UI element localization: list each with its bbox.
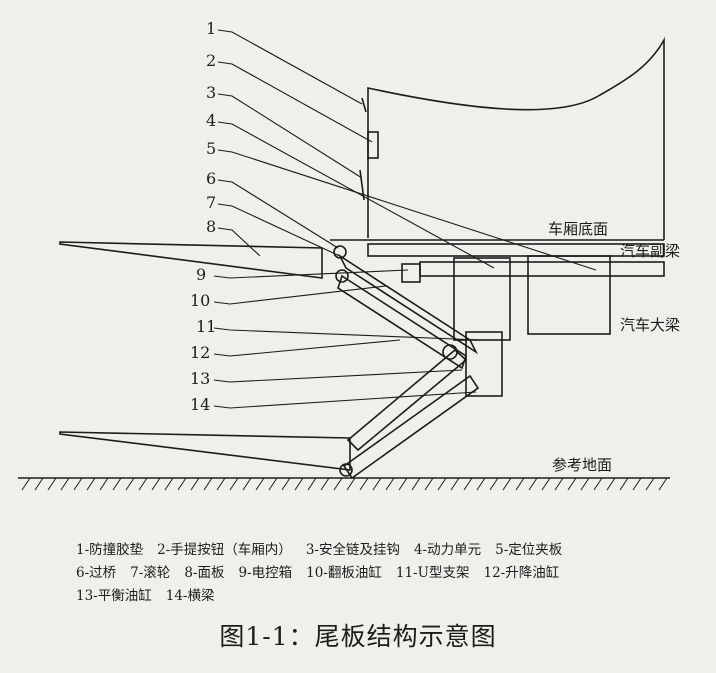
legend-item: 1-防撞胶垫 — [76, 542, 144, 558]
roller — [333, 245, 347, 259]
roller — [339, 463, 353, 477]
small-box — [401, 263, 421, 283]
roller — [335, 269, 349, 283]
truck-box-outline — [367, 36, 665, 240]
lift-arm-low1 — [346, 348, 468, 452]
legend-item: 2-手提按钮（车厢内） — [157, 542, 292, 558]
figure-caption: 图1-1：尾板结构示意图 — [219, 622, 497, 651]
ground-hatch — [21, 477, 668, 491]
roller — [442, 344, 458, 360]
legend-item: 6-过桥 — [76, 565, 117, 581]
legend-item: 10-翻板油缸 — [306, 565, 382, 581]
legend-item: 14-横梁 — [165, 588, 215, 604]
callout-1: 1 — [206, 19, 216, 38]
legend-item: 11-U型支架 — [395, 565, 470, 581]
legend-item: 13-平衡油缸 — [76, 588, 152, 604]
callout-10: 10 — [190, 291, 210, 310]
label-floor: 车厢底面 — [548, 220, 608, 238]
callout-9: 9 — [196, 265, 206, 284]
label-ground: 参考地面 — [552, 456, 612, 474]
legend-item: 12-升降油缸 — [483, 565, 560, 581]
callout-11: 11 — [196, 317, 216, 336]
legend-item: 8-面板 — [184, 565, 225, 581]
lift-arm-upper — [337, 253, 479, 355]
legend-item: 3-安全链及挂钩 — [305, 542, 400, 558]
lift-arm-middle — [337, 274, 467, 370]
platform-lowered — [59, 431, 351, 471]
legend-item: 4-动力单元 — [413, 542, 482, 558]
callout-12: 12 — [190, 343, 210, 362]
hand-button — [367, 131, 379, 159]
u-bracket — [465, 331, 503, 397]
callout-8: 8 — [206, 217, 216, 236]
callout-13: 13 — [190, 369, 210, 388]
label-main-beam: 汽车大梁 — [620, 316, 680, 334]
callout-2: 2 — [206, 51, 216, 70]
legend: 1-防撞胶垫 2-手提按钮（车厢内） 3-安全链及挂钩 4-动力单元 5-定位夹板 6-过… — [76, 539, 712, 608]
label-sub-beam: 汽车副梁 — [620, 242, 680, 260]
callout-14: 14 — [190, 395, 210, 414]
power-unit — [527, 255, 611, 335]
legend-item: 5-定位夹板 — [495, 542, 563, 558]
legend-item: 7-滚轮 — [130, 565, 171, 581]
callout-3: 3 — [206, 83, 216, 102]
platform-raised — [59, 241, 323, 279]
callout-4: 4 — [206, 111, 216, 130]
callout-7: 7 — [206, 193, 216, 212]
callout-5: 5 — [206, 139, 216, 158]
bumper — [361, 97, 367, 113]
main-beam — [419, 261, 665, 277]
legend-item: 9-电控箱 — [238, 565, 293, 581]
control-box — [453, 257, 511, 341]
callout-6: 6 — [206, 169, 216, 188]
